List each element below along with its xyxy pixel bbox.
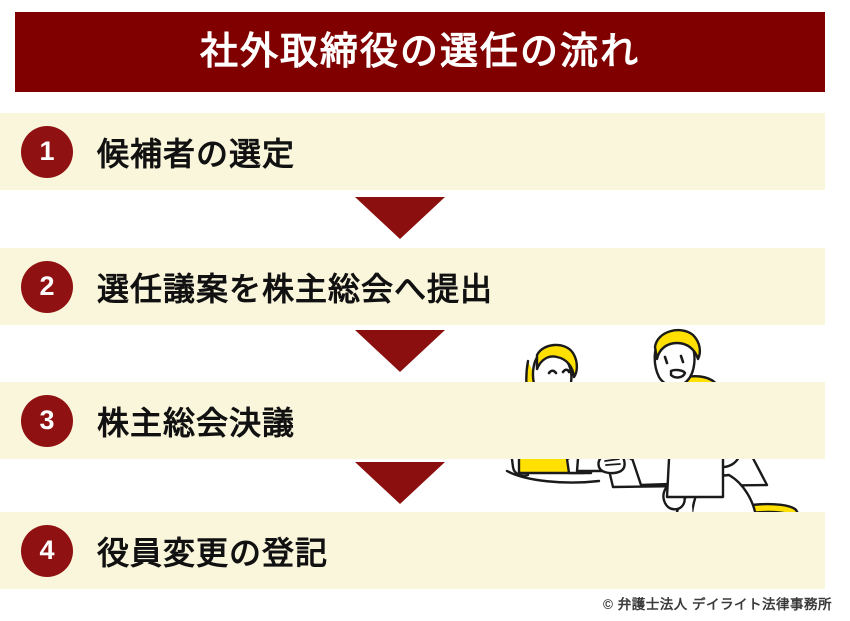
step-label-2: 選任議案を株主総会へ提出: [97, 270, 494, 307]
flow-arrow-down-3: [355, 462, 445, 504]
step-label-1: 候補者の選定: [97, 135, 296, 172]
step-number-badge-1: 1: [21, 125, 73, 178]
step-row-3: 3 株主総会決議: [0, 382, 825, 459]
flow-arrow-down-2: [355, 330, 445, 372]
title-banner: 社外取締役の選任の流れ: [15, 12, 825, 92]
step-number-badge-4: 4: [21, 524, 73, 577]
step-number-badge-2: 2: [21, 260, 73, 313]
step-row-4: 4 役員変更の登記: [0, 512, 825, 589]
step-row-2: 2 選任議案を株主総会へ提出: [0, 248, 825, 325]
flow-arrow-down-1: [355, 197, 445, 239]
step-label-3: 株主総会決議: [97, 404, 296, 441]
step-row-1: 1 候補者の選定: [0, 113, 825, 190]
page-title: 社外取締役の選任の流れ: [199, 31, 640, 73]
step-number-badge-3: 3: [21, 394, 73, 447]
step-label-4: 役員変更の登記: [97, 534, 329, 571]
copyright-credit: © 弁護士法人 デイライト法律事務所: [603, 597, 832, 612]
